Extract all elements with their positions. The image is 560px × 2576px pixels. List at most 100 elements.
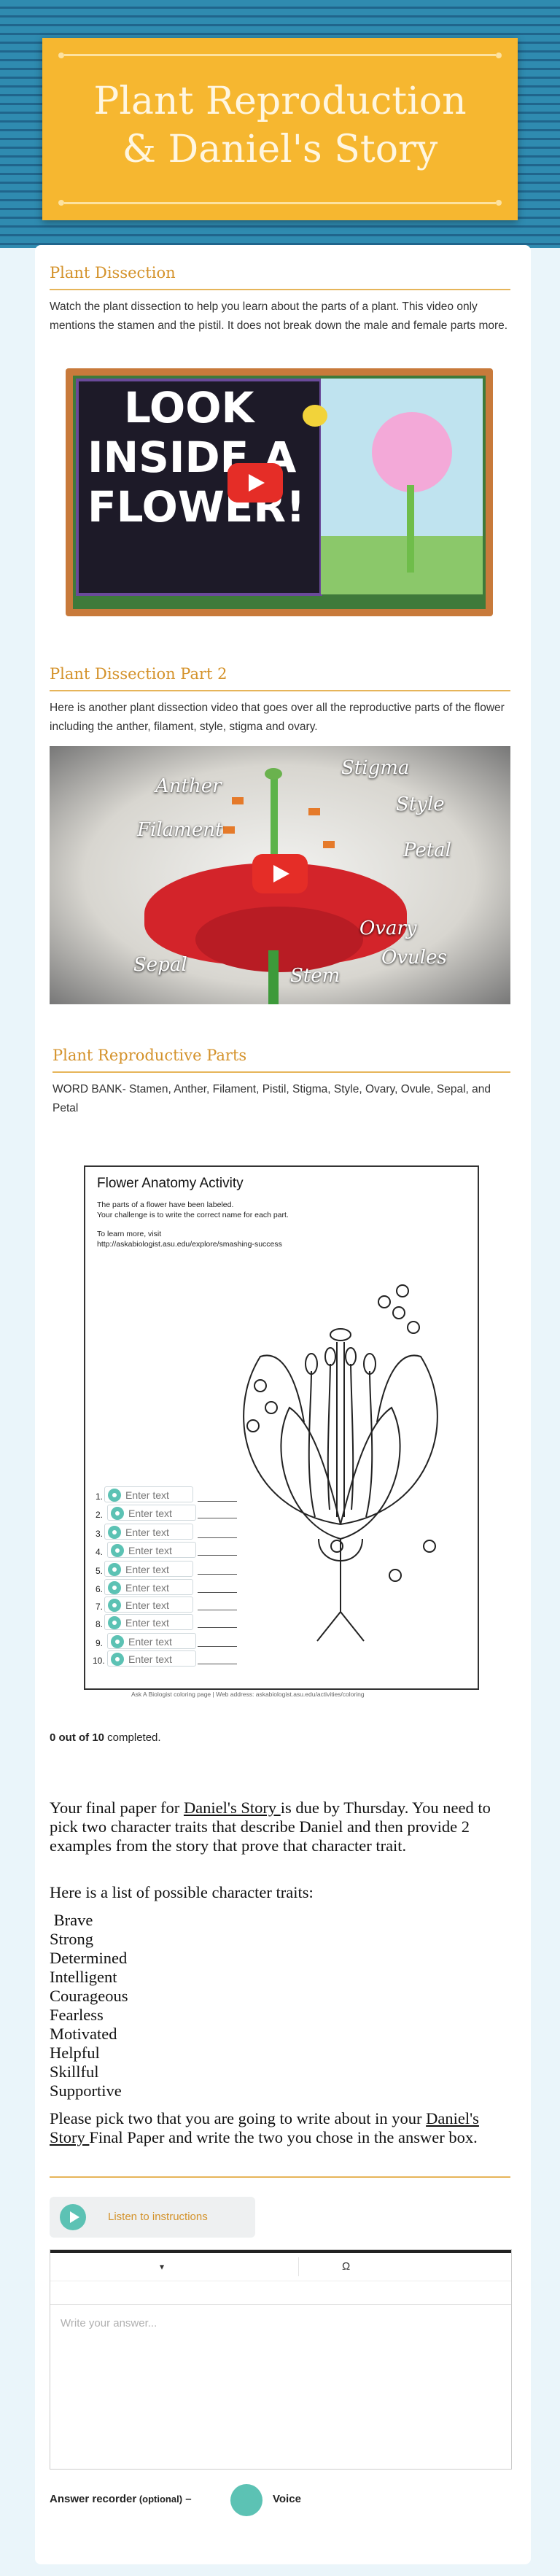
banner-top-rule — [64, 54, 496, 56]
callout-circle — [265, 1401, 278, 1414]
worksheet-title: Flower Anatomy Activity — [97, 1176, 244, 1191]
flower-icon — [372, 412, 452, 492]
answer-editor: ▾ Ω Write your answer... — [50, 2249, 512, 2470]
recorder-dash: – — [182, 2493, 192, 2505]
answer-input-3[interactable]: Enter text — [104, 1524, 193, 1540]
section-rule — [52, 1071, 510, 1073]
play-icon — [60, 2204, 86, 2230]
anther-outline — [305, 1353, 318, 1375]
answer-input-8[interactable]: Enter text — [104, 1614, 193, 1630]
play-button[interactable] — [252, 854, 308, 893]
daniels-story-link[interactable]: Daniel's Story — [183, 1799, 281, 1817]
assignment-paragraph: Your final paper for Daniel's Story is d… — [50, 1799, 516, 1855]
answer-line — [198, 1627, 237, 1628]
answer-input-2[interactable]: Enter text — [107, 1505, 196, 1521]
petal-outline — [280, 1406, 401, 1540]
word-bank: WORD BANK- Stamen, Anther, Filament, Pis… — [52, 1083, 491, 1114]
section-rule — [50, 690, 510, 691]
input-icon — [108, 1526, 121, 1539]
grass — [321, 536, 483, 594]
input-placeholder: Enter text — [128, 1636, 172, 1648]
label-stigma: Stigma — [341, 757, 410, 779]
stigma-outline — [330, 1328, 351, 1341]
section-rule — [50, 2176, 510, 2178]
callout-circle — [246, 1419, 260, 1432]
banner-dot — [58, 53, 64, 58]
row-number: 5. — [96, 1566, 104, 1576]
style-shape — [271, 775, 278, 885]
video-player-1[interactable]: LOOK INSIDE A FLOWER! — [66, 368, 493, 616]
voice-label: Voice — [273, 2493, 301, 2505]
label-ovules: Ovules — [381, 947, 447, 969]
bee-icon — [303, 405, 327, 427]
ovary-outline — [318, 1538, 363, 1561]
daniels-story-link[interactable]: Daniel's Story — [50, 2109, 479, 2146]
row-number: 10. — [93, 1656, 105, 1666]
answer-input-4[interactable]: Enter text — [107, 1542, 196, 1558]
callout-circle — [254, 1379, 267, 1392]
filament-outline — [308, 1363, 373, 1518]
recorder-label: Answer recorder — [50, 2493, 137, 2505]
trait-item: Intelligent — [50, 1968, 117, 1986]
answer-input-10[interactable]: Enter text — [107, 1650, 196, 1667]
trait-item: Courageous — [50, 1987, 128, 2005]
listen-to-instructions-button[interactable]: Listen to instructions — [50, 2197, 255, 2238]
input-icon — [111, 1653, 124, 1666]
listen-label: Listen to instructions — [108, 2211, 208, 2223]
section-title-plant-reproductive-parts: Plant Reproductive Parts — [52, 1047, 247, 1064]
answer-placeholder: Write your answer... — [61, 2317, 158, 2329]
trait-item: Skillful — [50, 2063, 99, 2081]
answer-line — [198, 1646, 237, 1647]
worksheet-instruction: To learn more, visit — [97, 1230, 162, 1238]
label-petal: Petal — [403, 839, 451, 861]
progress-text: 0 out of 10 completed. — [50, 1731, 161, 1744]
trait-item: Helpful — [50, 2044, 100, 2062]
play-triangle — [70, 2211, 79, 2223]
label-ovary: Ovary — [359, 917, 417, 939]
input-icon — [111, 1507, 124, 1520]
answer-line — [198, 1592, 237, 1593]
page-title: Plant Reproduction& Daniel's Story — [42, 77, 518, 174]
answer-input-5[interactable]: Enter text — [104, 1561, 193, 1577]
flower-diagram — [243, 1284, 438, 1642]
banner-dot — [496, 200, 502, 206]
toolbar-divider — [298, 2257, 299, 2276]
label-filament: Filament — [137, 819, 223, 841]
answer-textarea[interactable]: Write your answer... — [50, 2305, 511, 2467]
row-number: 9. — [96, 1638, 104, 1648]
input-icon — [111, 1544, 124, 1557]
answer-input-6[interactable]: Enter text — [104, 1579, 193, 1595]
section-text: Watch the plant dissection to help you l… — [50, 300, 508, 332]
input-placeholder: Enter text — [125, 1489, 169, 1501]
answer-input-1[interactable]: Enter text — [104, 1486, 193, 1502]
assignment-instruction: Please pick two that you are going to wr… — [50, 2109, 516, 2147]
flower-stem — [407, 485, 414, 573]
trait-item: Motivated — [50, 2025, 117, 2043]
video-player-2[interactable]: Anther Filament Sepal Stigma Style Petal… — [50, 746, 510, 1004]
input-icon — [108, 1599, 121, 1612]
anther-shape — [232, 797, 244, 804]
format-dropdown[interactable]: ▾ — [160, 2262, 165, 2272]
answer-input-9[interactable]: Enter text — [107, 1633, 196, 1649]
worksheet-credit: Ask A Biologist coloring page | Web addr… — [131, 1691, 365, 1698]
anther-shape — [308, 808, 320, 815]
answer-input-7[interactable]: Enter text — [104, 1597, 193, 1613]
flower-anatomy-worksheet: Flower Anatomy Activity The parts of a f… — [84, 1165, 479, 1690]
play-button[interactable] — [228, 463, 283, 503]
section-text: Here is another plant dissection video t… — [50, 702, 505, 733]
progress-count: 0 out of 10 — [50, 1731, 105, 1744]
worksheet-instruction: Your challenge is to write the correct n… — [97, 1211, 289, 1219]
record-voice-button[interactable] — [230, 2484, 262, 2516]
title-banner: Plant Reproduction& Daniel's Story — [42, 38, 518, 220]
input-icon — [111, 1635, 124, 1648]
special-characters-button[interactable]: Ω — [342, 2260, 351, 2273]
input-placeholder: Enter text — [125, 1526, 169, 1538]
input-icon — [108, 1616, 121, 1629]
assignment-text: Final Paper and write the two you chose … — [89, 2128, 478, 2146]
callout-circle — [389, 1569, 402, 1582]
label-sepal: Sepal — [133, 954, 187, 976]
input-placeholder: Enter text — [128, 1653, 172, 1665]
input-placeholder: Enter text — [125, 1564, 169, 1575]
anther-outline — [324, 1347, 336, 1366]
callout-circle — [407, 1321, 420, 1334]
